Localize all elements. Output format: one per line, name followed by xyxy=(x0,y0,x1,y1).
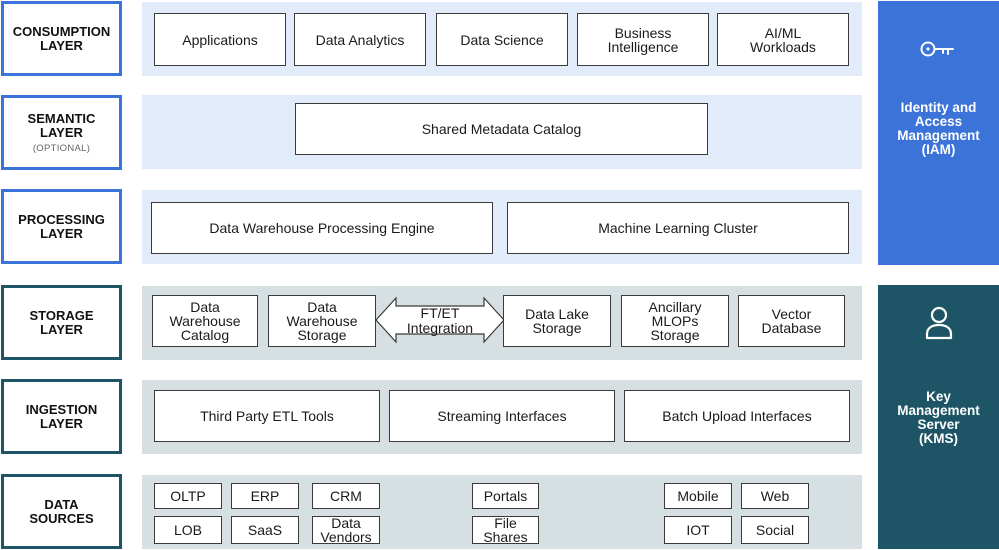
storage-layer-label: STORAGE LAYER xyxy=(1,285,122,360)
source-erp: ERP xyxy=(231,483,299,509)
ai-ml-workloads-box: AI/ML Workloads xyxy=(717,13,849,66)
kms-panel: Key Management Server (KMS) xyxy=(878,285,999,549)
processing-layer-label: PROCESSING LAYER xyxy=(1,189,122,264)
source-file-shares: File Shares xyxy=(472,516,539,544)
kms-title: Key Management Server (KMS) xyxy=(897,389,980,446)
vector-database-box: Vector Database xyxy=(738,295,845,347)
third-party-etl-box: Third Party ETL Tools xyxy=(154,390,380,442)
ml-cluster-box: Machine Learning Cluster xyxy=(507,202,849,254)
semantic-layer-title: SEMANTIC LAYER xyxy=(27,110,96,140)
storage-layer-title: STORAGE LAYER xyxy=(29,307,94,337)
source-iot: IOT xyxy=(664,516,732,544)
mlops-storage-box: Ancillary MLOPs Storage xyxy=(621,295,729,347)
source-portals: Portals xyxy=(472,483,539,509)
streaming-interfaces-box: Streaming Interfaces xyxy=(389,390,615,442)
iam-panel: Identity and Access Management (IAM) xyxy=(878,1,999,265)
source-web: Web xyxy=(741,483,809,509)
iam-title: Identity and Access Management (IAM) xyxy=(897,100,980,157)
integration-label: FT/ET Integration xyxy=(406,305,474,336)
user-icon xyxy=(925,306,952,340)
source-mobile: Mobile xyxy=(664,483,732,509)
source-oltp: OLTP xyxy=(154,483,222,509)
data-science-box: Data Science xyxy=(436,13,568,66)
dw-storage-box: Data Warehouse Storage xyxy=(268,295,376,347)
data-analytics-box: Data Analytics xyxy=(294,13,426,66)
data-lake-storage-box: Data Lake Storage xyxy=(503,295,611,347)
business-intelligence-box: Business Intelligence xyxy=(577,13,709,66)
semantic-layer-label: SEMANTIC LAYER (OPTIONAL) xyxy=(1,95,122,170)
shared-metadata-catalog-box: Shared Metadata Catalog xyxy=(295,103,708,155)
data-sources-title: DATA SOURCES xyxy=(29,496,94,526)
batch-upload-box: Batch Upload Interfaces xyxy=(624,390,850,442)
source-social: Social xyxy=(741,516,809,544)
dw-catalog-box: Data Warehouse Catalog xyxy=(152,295,258,347)
source-saas: SaaS xyxy=(231,516,299,544)
consumption-layer-label: CONSUMPTION LAYER xyxy=(1,1,122,76)
data-sources-label: DATA SOURCES xyxy=(1,474,122,549)
ingestion-layer-label: INGESTION LAYER xyxy=(1,379,122,454)
semantic-layer-optional-note: (OPTIONAL) xyxy=(32,142,91,154)
dw-processing-engine-box: Data Warehouse Processing Engine xyxy=(151,202,493,254)
processing-layer-title: PROCESSING LAYER xyxy=(18,211,105,241)
applications-box: Applications xyxy=(154,13,286,66)
source-data-vendors: Data Vendors xyxy=(312,516,380,544)
source-crm: CRM xyxy=(312,483,380,509)
ingestion-layer-title: INGESTION LAYER xyxy=(25,401,98,431)
source-lob: LOB xyxy=(154,516,222,544)
key-icon xyxy=(920,41,954,57)
consumption-layer-title: CONSUMPTION LAYER xyxy=(12,23,111,53)
